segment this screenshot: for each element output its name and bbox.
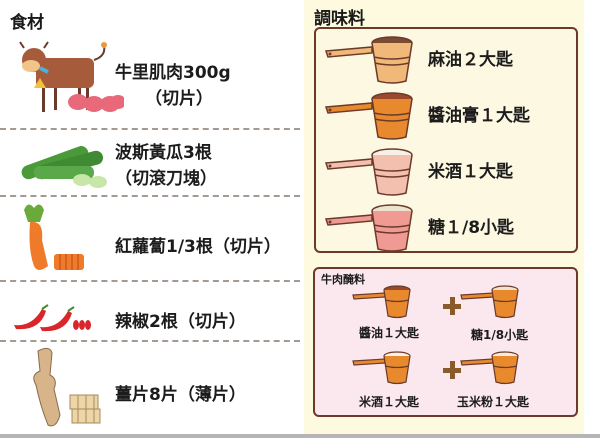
seasoning-box: 麻油２大匙 醬油膏１大匙 米酒１大匙 糖１/8小匙: [314, 27, 578, 253]
carrot-illustration: [14, 200, 94, 280]
measuring-spoon-icon: [324, 204, 413, 252]
marinade-label: 米酒１大匙: [359, 395, 420, 409]
ginger-label: 薑片8片（薄片）: [115, 382, 246, 408]
chili-icon: [14, 304, 91, 332]
marinade-label: 醬油１大匙: [359, 326, 420, 340]
seasoning-label: 糖１/8小匙: [428, 218, 515, 238]
seasoning-label: 米酒１大匙: [428, 162, 513, 182]
cucumber-illustration: [14, 140, 114, 190]
seasoning-label: 醬油膏１大匙: [428, 106, 530, 126]
seasoning-item: 醬油膏１大匙: [316, 87, 576, 140]
carrot-label: 紅蘿蔔1/3根（切片）: [115, 234, 281, 260]
divider: [0, 195, 300, 197]
measuring-spoon-icon: [352, 285, 411, 319]
beef-illustration: [14, 40, 126, 120]
measuring-spoon-icon: [352, 351, 411, 385]
measuring-spoon-icon: [324, 148, 413, 196]
seasoning-item: 麻油２大匙: [316, 31, 576, 84]
chili-label: 辣椒2根（切片）: [115, 309, 246, 335]
seasoning-item: 米酒１大匙: [316, 143, 576, 196]
carrot-icon: [24, 204, 84, 270]
cucumber-cut: （切滾刀塊）: [115, 169, 217, 189]
cucumber-label: 波斯黃瓜3根 （切滾刀塊）: [115, 140, 217, 192]
measuring-spoon-icon: [460, 285, 519, 319]
carrot-name: 紅蘿蔔1/3根（切片）: [115, 237, 281, 257]
ginger-illustration: [30, 345, 110, 430]
divider: [0, 340, 300, 342]
measuring-spoon-icon: [324, 92, 413, 140]
seasonings-title: 調味料: [314, 9, 365, 29]
marinade-label: 糖1/8小匙: [471, 328, 529, 342]
measuring-spoon-icon: [460, 351, 519, 385]
cucumber-name: 波斯黃瓜3根: [115, 143, 212, 163]
beef-name: 牛里肌肉300g: [115, 63, 231, 83]
measuring-spoon-icon: [324, 36, 413, 84]
chili-name: 辣椒2根（切片）: [115, 312, 246, 332]
marinade-box: 牛肉醃料 醬油１大匙 糖1/8小匙 米酒１大匙 玉米粉１大匙: [313, 267, 578, 417]
divider: [0, 128, 300, 130]
cow-icon: [19, 41, 126, 112]
ginger-icon: [33, 347, 101, 427]
beef-cut: （切片）: [145, 89, 213, 109]
plus-icon: [443, 361, 461, 379]
beef-label: 牛里肌肉300g （切片）: [115, 60, 231, 112]
marinade-title: 牛肉醃料: [321, 273, 365, 286]
seasoning-label: 麻油２大匙: [428, 50, 513, 70]
divider: [0, 280, 300, 282]
ingredients-title: 食材: [10, 13, 44, 33]
chili-illustration: [12, 303, 92, 333]
seasoning-item: 糖１/8小匙: [316, 199, 576, 252]
bottom-border: [0, 434, 600, 438]
cucumber-icon: [21, 146, 107, 188]
marinade-label: 玉米粉１大匙: [457, 395, 530, 409]
ginger-name: 薑片8片（薄片）: [115, 385, 246, 405]
plus-icon: [443, 297, 461, 315]
